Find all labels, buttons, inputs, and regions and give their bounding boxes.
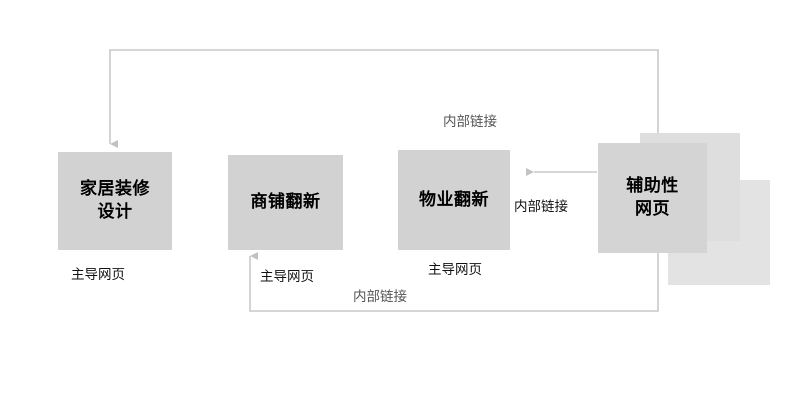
edge-aux-to-home — [109, 49, 659, 148]
caption-shop-renovation: 主导网页 — [260, 269, 314, 284]
caption-property-renovation: 主导网页 — [428, 262, 482, 277]
node-label: 辅助性 网页 — [626, 176, 679, 218]
edge-label-aux-to-shop: 内部链接 — [353, 289, 407, 304]
edge-label-aux-to-home: 内部链接 — [443, 114, 497, 129]
caption-home-decor-design: 主导网页 — [71, 267, 125, 282]
edge-label-aux-to-property: 内部链接 — [514, 199, 568, 214]
edge-aux-to-shop — [249, 252, 659, 312]
node-property-renovation[interactable]: 物业翻新 — [398, 150, 510, 250]
node-auxiliary-webpage[interactable]: 辅助性 网页 — [598, 143, 707, 253]
node-label: 商铺翻新 — [250, 192, 321, 212]
node-label: 家居装修 设计 — [80, 179, 150, 221]
node-shop-renovation[interactable]: 商铺翻新 — [228, 155, 343, 250]
node-home-decor-design[interactable]: 家居装修 设计 — [58, 152, 172, 250]
node-label: 物业翻新 — [419, 189, 489, 209]
